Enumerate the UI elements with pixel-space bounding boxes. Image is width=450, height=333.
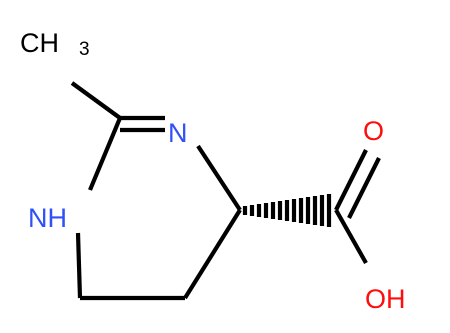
bond-carboxyl-carbonyl-second [347, 157, 381, 219]
hydroxyl-label: OH [365, 284, 406, 314]
ring-nh-label: NH [28, 203, 67, 233]
methyl-subscript: 3 [79, 39, 90, 60]
bond-c2-n1 [88, 117, 122, 191]
atom-label-layer: CH 3 N NH O OH [20, 28, 406, 314]
bond-carboxyl-hydroxyl [334, 208, 368, 265]
carbonyl-oxygen-label: O [363, 116, 384, 146]
bond-c2-methyl [70, 81, 122, 120]
methyl-label: CH [20, 28, 59, 58]
bond-layer [70, 81, 381, 301]
bond-n1-c6 [75, 232, 83, 299]
bond-c4-carboxyl-hashed-wedge [242, 194, 332, 227]
bond-c5-c4 [183, 208, 242, 300]
ring-nitrogen-label: N [168, 118, 188, 148]
bond-carboxyl-carbonyl [334, 149, 368, 211]
bond-n3-c4 [196, 144, 242, 212]
